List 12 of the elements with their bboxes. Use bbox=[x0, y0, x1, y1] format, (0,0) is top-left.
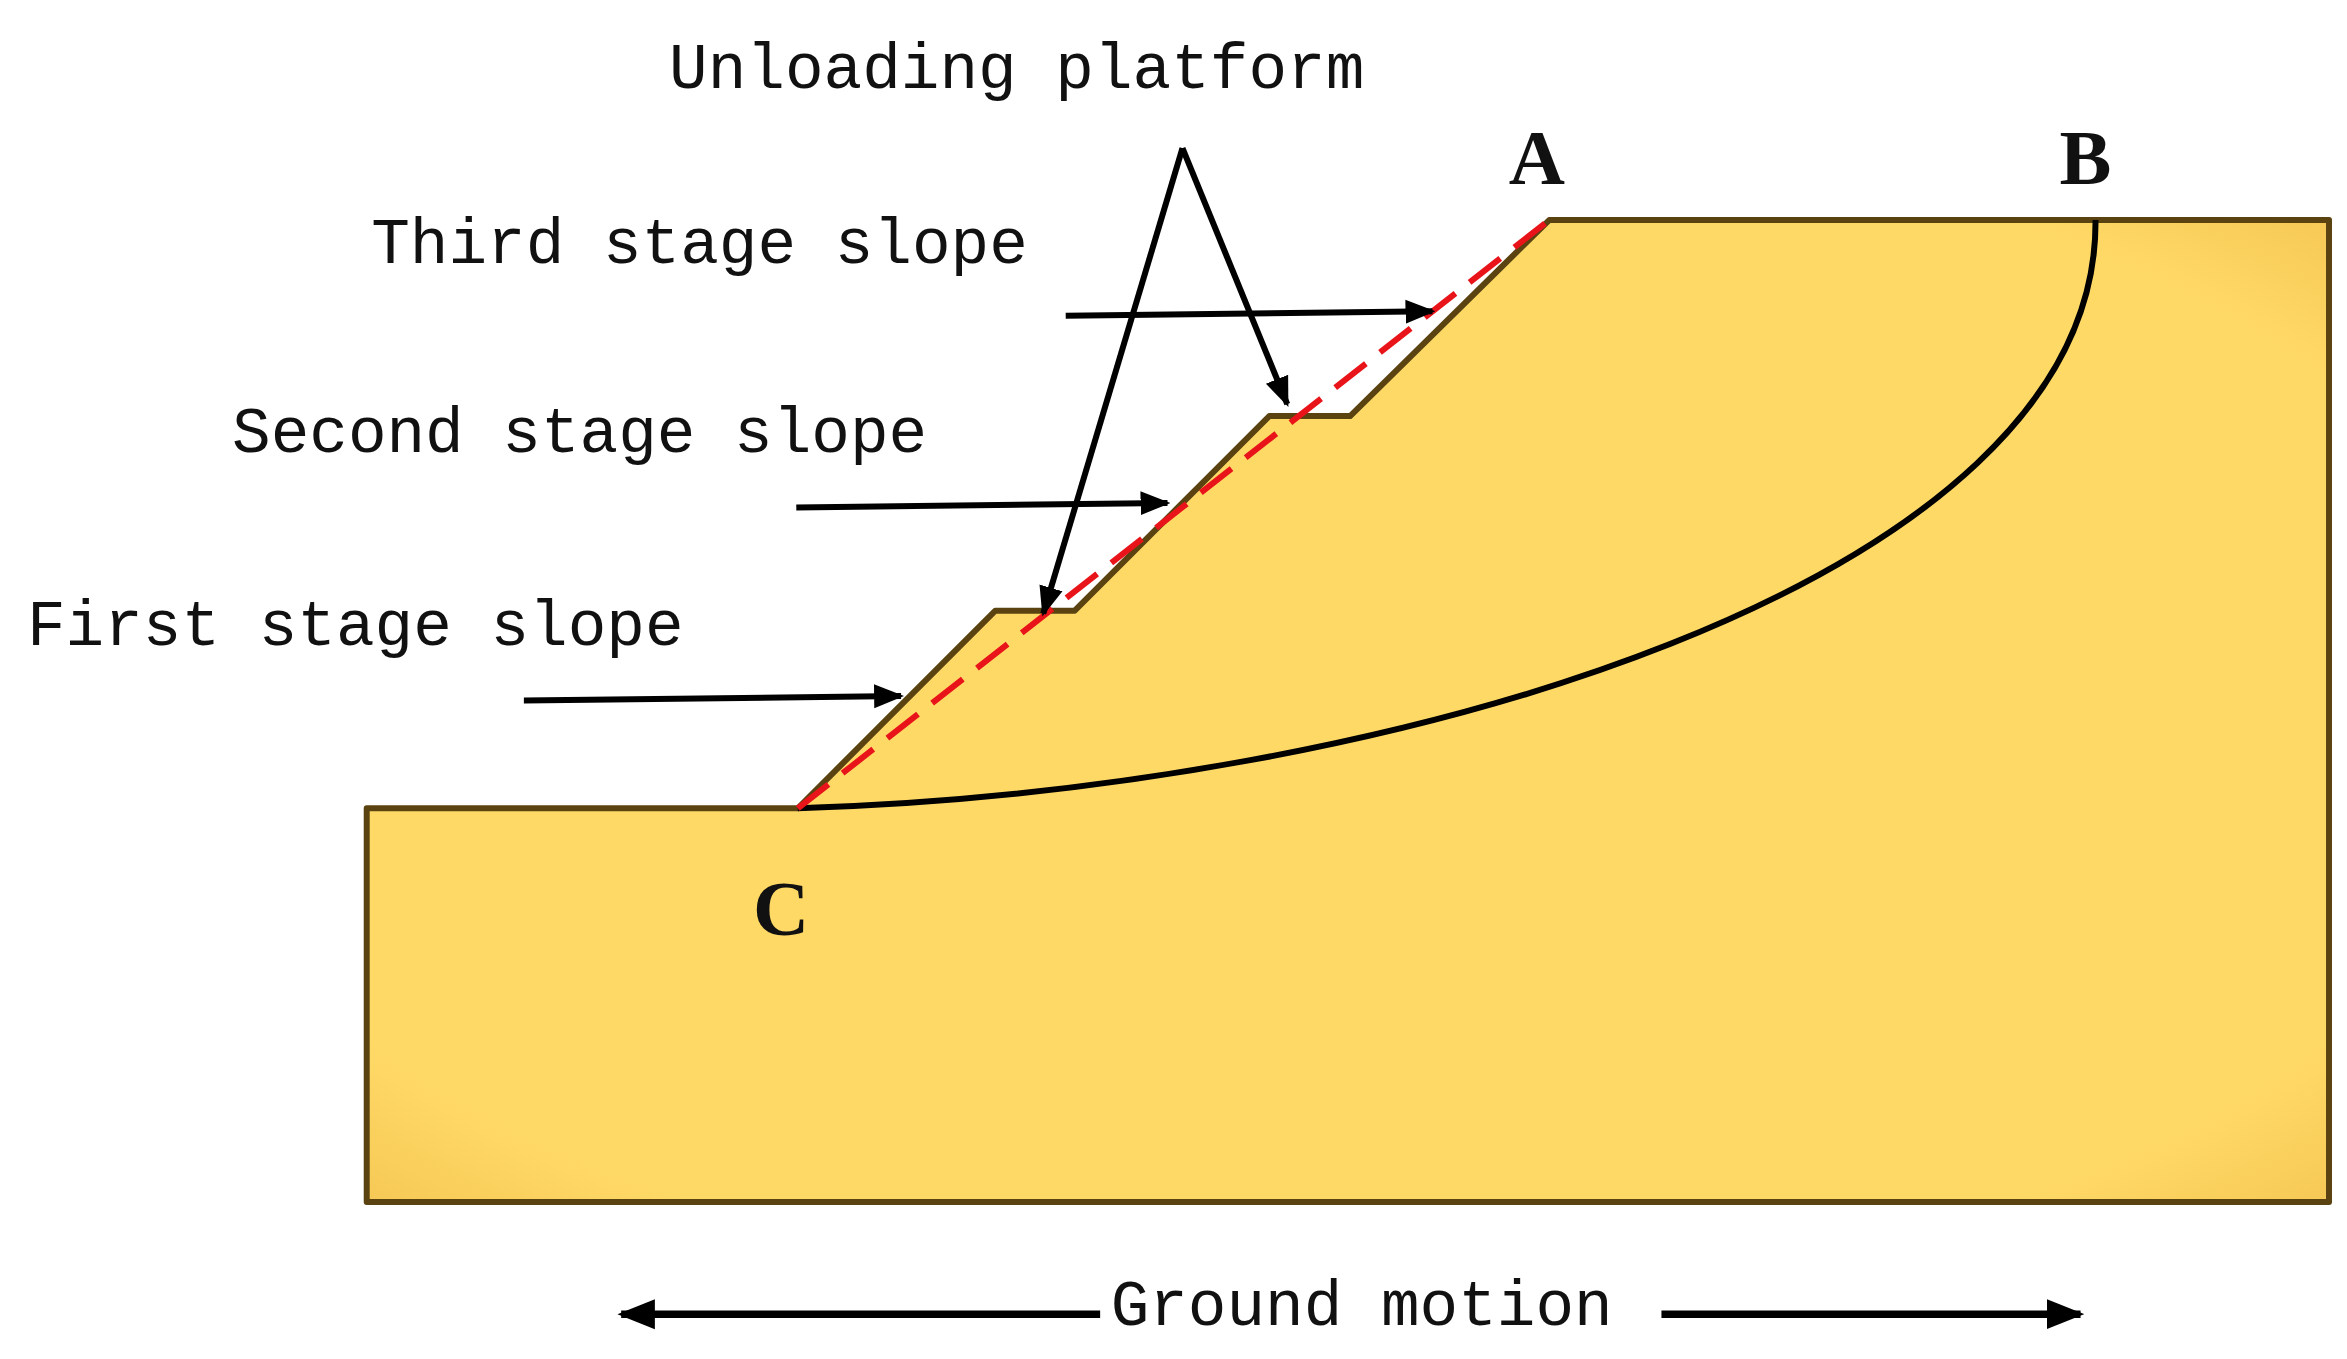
leader-line bbox=[523, 684, 905, 709]
point-label: C bbox=[752, 871, 810, 949]
point-label: A bbox=[1508, 119, 1565, 198]
callout-label: Second stage slope bbox=[232, 402, 928, 467]
callout-label: Third stage slope bbox=[371, 214, 1028, 279]
point-label: B bbox=[2059, 119, 2112, 198]
leader-line bbox=[1179, 147, 1291, 407]
leader-line bbox=[796, 491, 1171, 516]
callout-label: Unloading platform bbox=[669, 38, 1365, 104]
callout-label: First stage slope bbox=[26, 595, 684, 661]
leader-line bbox=[1065, 299, 1436, 324]
leader-line bbox=[1039, 147, 1186, 617]
